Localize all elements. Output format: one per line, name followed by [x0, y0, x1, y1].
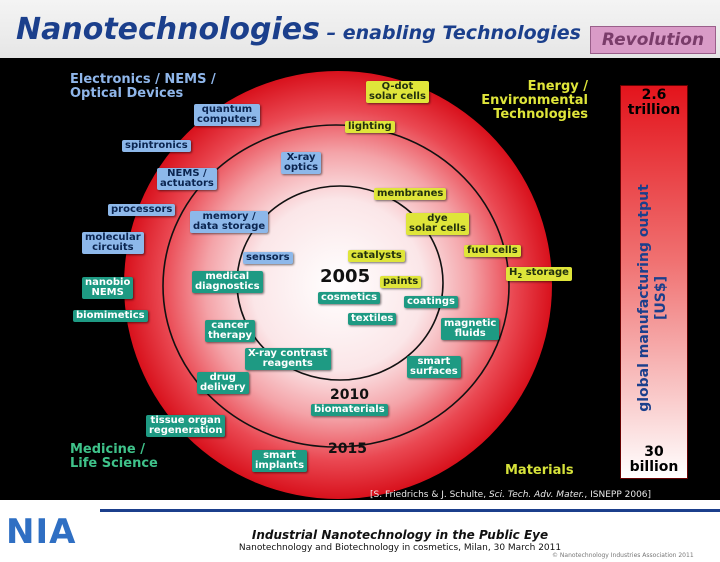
- h2-storage-subscript: 2: [517, 272, 523, 280]
- diagram-area: Electronics / NEMS / Optical Devices Ene…: [0, 58, 720, 500]
- h2-storage-rest: storage: [522, 267, 569, 278]
- label-cosmetics: cosmetics: [318, 292, 381, 304]
- output-bottom-value: 30 billion: [629, 444, 679, 475]
- zone-materials: Materials: [505, 463, 574, 478]
- slide-title: Nanotechnologies – enabling Technologies: [16, 12, 581, 47]
- label-biomaterials: biomaterials: [311, 404, 388, 416]
- revolution-badge: Revolution: [590, 26, 716, 54]
- h2-storage-h: H: [509, 267, 518, 278]
- citation: [S. Friedrichs & J. Schulte, Sci. Tech. …: [370, 490, 651, 500]
- title-main: Nanotechnologies: [16, 12, 320, 47]
- label-smart-implants: smart implants: [252, 450, 308, 472]
- label-processors: processors: [108, 204, 176, 216]
- year-2015: 2015: [328, 441, 367, 457]
- label-cancer-therapy: cancer therapy: [205, 320, 256, 342]
- label-membranes: membranes: [374, 188, 447, 200]
- footer: NIA Industrial Nanotechnology in the Pub…: [0, 500, 720, 562]
- header: Nanotechnologies – enabling Technologies…: [0, 0, 720, 58]
- label-spintronics: spintronics: [122, 140, 191, 152]
- label-magnetic-fluids: magnetic fluids: [441, 318, 500, 340]
- label-coatings: coatings: [404, 296, 458, 308]
- footer-event-details: Nanotechnology and Biotechnology in cosm…: [238, 543, 562, 553]
- footer-event-title: Industrial Nanotechnology in the Public …: [251, 528, 549, 542]
- output-axis-label: global manufacturing output [US$]: [636, 184, 669, 412]
- title-subtitle: – enabling Technologies: [319, 22, 581, 44]
- label-xray-optics: X-ray optics: [281, 152, 322, 174]
- label-qdot-solar-cells: Q-dot solar cells: [366, 81, 429, 103]
- footer-copyright: © Nanotechnology Industries Association …: [552, 552, 694, 559]
- label-memory-data-storage: memory / data storage: [190, 211, 269, 233]
- label-drug-delivery: drug delivery: [197, 372, 249, 394]
- label-paints: paints: [380, 276, 422, 288]
- nia-logo: NIA: [6, 512, 77, 552]
- label-nems-actuators: NEMS / actuators: [157, 168, 217, 190]
- citation-journal: Sci. Tech. Adv. Mater.: [488, 490, 585, 500]
- year-2005: 2005: [320, 266, 371, 287]
- label-textiles: textiles: [348, 313, 397, 325]
- output-top-value: 2.6 trillion: [627, 87, 681, 118]
- zone-electronics: Electronics / NEMS / Optical Devices: [70, 72, 216, 101]
- label-molecular-circuits: molecular circuits: [82, 232, 144, 254]
- zone-energy: Energy / Environmental Technologies: [481, 79, 588, 122]
- citation-rest: , ISNEPP 2006]: [584, 490, 652, 500]
- label-quantum-computers: quantum computers: [194, 104, 260, 126]
- label-tissue-organ-regeneration: tissue organ regeneration: [146, 415, 226, 437]
- label-dye-solar-cells: dye solar cells: [406, 213, 469, 235]
- label-medical-diagnostics: medical diagnostics: [192, 271, 263, 293]
- year-2010: 2010: [330, 387, 369, 403]
- label-smart-surfaces: smart surfaces: [407, 356, 461, 378]
- label-h2-storage: H2 storage: [506, 267, 572, 281]
- middle-ring-2010: [162, 124, 510, 448]
- label-sensors: sensors: [243, 252, 293, 264]
- footer-rule: [100, 509, 720, 512]
- label-catalysts: catalysts: [348, 250, 405, 262]
- citation-authors: [S. Friedrichs & J. Schulte,: [370, 490, 489, 500]
- output-gradient-bar: 2.6 trillion 30 billion: [620, 85, 688, 479]
- label-lighting: lighting: [345, 121, 395, 133]
- label-biomimetics: biomimetics: [73, 310, 148, 322]
- label-fuel-cells: fuel cells: [464, 245, 521, 257]
- label-nanobio-nems: nanobio NEMS: [82, 277, 134, 299]
- label-xray-contrast-reagents: X-ray contrast reagents: [245, 348, 331, 370]
- zone-medicine: Medicine / Life Science: [70, 442, 158, 471]
